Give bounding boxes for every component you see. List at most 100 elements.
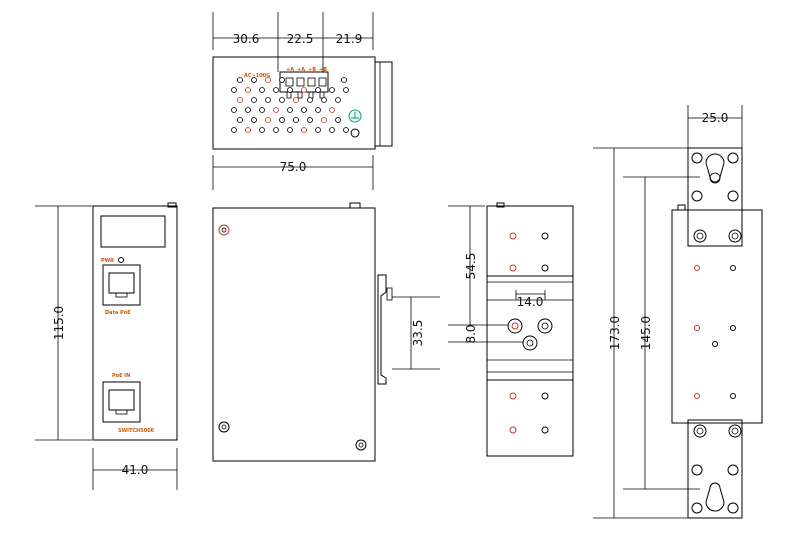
wallmount-hole	[712, 341, 718, 347]
vent-hole	[315, 127, 321, 133]
plate-lower-screw-2	[728, 424, 742, 438]
wallmount-view: 25.0 173.0 145.0	[593, 105, 763, 519]
vent-hole	[287, 107, 293, 113]
vent-hole	[259, 107, 265, 113]
vent-hole	[231, 107, 237, 113]
wall-plate-lower	[687, 419, 743, 519]
side-view-body	[212, 207, 376, 462]
dim-top-b: 22.5	[287, 32, 314, 46]
dim-front-width: 41.0	[122, 463, 149, 477]
vent-hole	[335, 117, 341, 123]
vent-hole	[245, 107, 251, 113]
vent-hole	[259, 87, 265, 93]
terminal-label: +B	[308, 67, 316, 73]
vent-hole	[293, 97, 299, 103]
wallmount-hole	[694, 393, 700, 399]
wall-plate-upper	[687, 147, 743, 247]
pwr-led-label: PWR	[101, 258, 114, 264]
vent-hole	[279, 117, 285, 123]
vent-hole	[301, 87, 307, 93]
vent-hole	[321, 97, 327, 103]
terminal-label: +A	[297, 67, 305, 73]
dim-clip-height: 33.5	[411, 320, 425, 347]
vent-hole	[279, 77, 285, 83]
rear-view: 54.5 8.0 14.0	[448, 202, 574, 457]
vent-hole	[307, 97, 313, 103]
vent-hole	[265, 77, 271, 83]
rear-hole	[541, 264, 549, 272]
dim-top-c: 21.9	[336, 32, 363, 46]
display-window	[100, 215, 166, 248]
dim-rail-gap: 14.0	[517, 295, 544, 309]
vent-hole	[231, 87, 237, 93]
rear-hole	[509, 232, 517, 240]
dim-front-height: 115.0	[52, 306, 66, 340]
terminal-contact	[318, 77, 327, 87]
vent-hole	[273, 107, 279, 113]
dim-rail-upper: 54.5	[464, 253, 478, 280]
vent-hole	[293, 117, 299, 123]
vent-hole	[279, 97, 285, 103]
rail-screw-2	[537, 318, 553, 334]
terminal-contact	[296, 77, 305, 87]
vent-hole	[343, 87, 349, 93]
ground-screw	[350, 128, 360, 138]
side-screw-3	[355, 439, 367, 451]
vent-hole	[287, 87, 293, 93]
vent-hole	[237, 77, 243, 83]
vent-hole	[329, 87, 335, 93]
port1-label: Data PoE	[105, 310, 131, 316]
wallmount-hole	[730, 393, 736, 399]
rear-hole	[541, 426, 549, 434]
wallmount-hole	[694, 265, 700, 271]
din-rail-bracket	[486, 275, 574, 381]
dim-top-width: 75.0	[280, 160, 307, 174]
rear-hole	[509, 426, 517, 434]
vent-hole	[237, 117, 243, 123]
vent-hole	[343, 127, 349, 133]
terminal-pin	[319, 91, 325, 99]
dim-plate-width: 25.0	[702, 111, 729, 125]
dim-rail-offset: 8.0	[464, 324, 478, 343]
rear-view-body	[486, 205, 574, 457]
top-view-side-tab	[374, 61, 393, 147]
vent-hole	[329, 127, 335, 133]
dim-plate-pitch: 145.0	[639, 316, 653, 350]
vent-hole	[251, 97, 257, 103]
top-view: 30.6 22.5 21.9 AC~100G +A+A+B+B 75.0	[212, 12, 393, 190]
rear-hole	[541, 232, 549, 240]
keyhole-lower	[705, 482, 725, 512]
front-view: 115.0 PWR Data PoE PoE IN SWITCH5006 41.…	[35, 202, 178, 490]
dim-top-a: 30.6	[233, 32, 260, 46]
vent-hole	[315, 87, 321, 93]
dim-plate-total: 173.0	[608, 316, 622, 350]
vent-hole	[301, 127, 307, 133]
terminal-labels: +A+A+B+B	[286, 67, 327, 73]
terminal-pin	[308, 91, 314, 99]
vent-hole	[245, 127, 251, 133]
plate-lower-screw-1	[693, 424, 707, 438]
rj45-port-2	[102, 381, 141, 423]
wallmount-hole	[730, 265, 736, 271]
wallmount-hole	[694, 325, 700, 331]
din-clip	[377, 274, 387, 385]
side-screw-2	[218, 421, 230, 433]
rj45-port-1	[102, 264, 141, 306]
vent-hole	[335, 97, 341, 103]
vent-hole	[251, 77, 257, 83]
terminal-label: +A	[286, 67, 294, 73]
side-view: 33.5	[212, 202, 440, 462]
vent-hole	[273, 127, 279, 133]
vent-hole	[231, 127, 237, 133]
vent-hole	[273, 87, 279, 93]
vent-hole	[341, 77, 347, 83]
wallmount-body	[671, 209, 763, 424]
power-input-label: AC~100G	[244, 73, 270, 79]
keyhole-upper	[705, 153, 725, 183]
terminal-pin	[286, 91, 292, 99]
side-screw-1	[218, 224, 230, 236]
vent-hole	[237, 97, 243, 103]
vent-hole	[321, 117, 327, 123]
vent-hole	[259, 127, 265, 133]
